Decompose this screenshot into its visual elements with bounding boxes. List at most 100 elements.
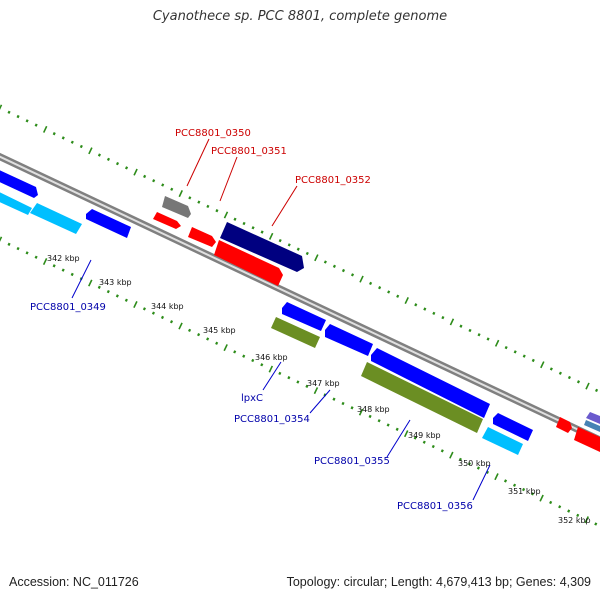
minor-tick [296,380,300,384]
gene-feature[interactable] [0,168,38,198]
scale-label: 342 kbp [47,254,80,263]
major-tick [223,344,228,352]
gene-feature[interactable] [586,412,600,424]
scale-label: 345 kbp [203,326,236,335]
major-tick [223,211,229,219]
minor-tick [287,243,291,247]
major-tick [494,339,500,347]
genome-backbone [0,152,600,444]
major-tick [358,408,364,416]
gene-label[interactable]: PCC8801_0356 [397,501,473,512]
major-tick [268,365,274,373]
minor-tick [278,371,282,376]
gene-feature[interactable] [556,417,572,433]
minor-tick [233,217,237,221]
minor-tick [197,333,201,337]
minor-tick [34,255,38,259]
minor-tick [387,290,391,294]
major-tick [539,494,544,502]
gene-feature[interactable] [493,413,533,441]
minor-tick [576,513,580,518]
minor-tick [161,183,165,187]
minor-tick [386,423,390,427]
minor-tick [260,363,264,367]
minor-tick [431,444,435,449]
major-tick [0,104,3,110]
gene-label[interactable]: PCC8801_0352 [295,175,371,186]
gene-feature[interactable] [282,302,326,331]
minor-tick [377,419,381,423]
minor-tick [97,153,101,157]
gene-feature[interactable] [153,212,181,229]
minor-tick [106,289,110,294]
minor-tick [512,483,517,487]
gene-label[interactable]: PCC8801_0350 [175,128,251,139]
major-tick [314,254,319,262]
minor-tick [61,136,65,140]
scale-label: 351 kbp [508,487,541,496]
minor-tick [567,375,571,380]
minor-tick [513,350,517,354]
minor-tick [124,166,129,170]
minor-tick [152,179,156,183]
minor-tick [16,114,20,119]
gene-feature[interactable] [0,190,32,215]
forward-labels: PCC8801_0350 PCC8801_0351 PCC8801_0352 [175,128,371,227]
gene-feature[interactable] [214,240,283,286]
gene-feature[interactable] [271,317,320,348]
minor-tick [287,376,291,380]
minor-tick [504,345,508,350]
minor-tick [558,505,562,509]
minor-tick [522,487,526,492]
scale-label: 349 kbp [408,431,441,440]
minor-tick [531,358,535,363]
minor-tick [151,311,156,315]
minor-tick [558,371,562,375]
gene-feature[interactable] [325,324,373,356]
minor-tick [549,367,553,371]
gene-feature[interactable] [86,209,131,238]
minor-tick [594,388,599,393]
gene-label[interactable]: PCC8801_0351 [211,146,287,157]
scale-label: 343 kbp [99,278,132,287]
gene-feature[interactable] [30,203,82,234]
minor-tick [414,303,418,307]
gene-label[interactable]: PCC8801_0349 [30,302,106,313]
major-tick [42,258,48,266]
gene-feature[interactable] [371,348,490,418]
gene-feature[interactable] [482,427,523,455]
gene-feature[interactable] [162,196,191,218]
minor-tick [215,209,219,213]
reverse-features [0,190,533,455]
gene-feature[interactable] [574,427,600,452]
minor-tick [503,479,508,483]
minor-tick [332,264,336,268]
scale-label: 346 kbp [255,353,288,362]
minor-tick [197,200,201,204]
minor-tick [52,264,56,268]
minor-tick [7,242,11,246]
major-tick [0,236,3,242]
gene-feature[interactable] [220,222,304,272]
major-tick [268,232,274,240]
minor-tick [215,341,219,345]
minor-tick [341,268,346,273]
gene-feature[interactable] [188,227,216,247]
minor-tick [233,350,237,354]
minor-tick [142,307,146,311]
gene-label[interactable]: PCC8801_0355 [314,456,390,467]
major-tick [403,430,409,438]
gene-label[interactable]: lpxC [241,393,263,404]
gene-feature[interactable] [361,362,483,433]
minor-tick [332,397,336,401]
gene-feature[interactable] [584,420,600,432]
minor-tick [251,358,255,363]
minor-tick [522,354,526,358]
forward-features [0,168,600,452]
minor-tick [143,174,147,179]
major-tick [449,451,454,459]
minor-tick [531,492,535,496]
gene-label[interactable]: PCC8801_0354 [234,414,310,425]
minor-tick [350,406,354,410]
